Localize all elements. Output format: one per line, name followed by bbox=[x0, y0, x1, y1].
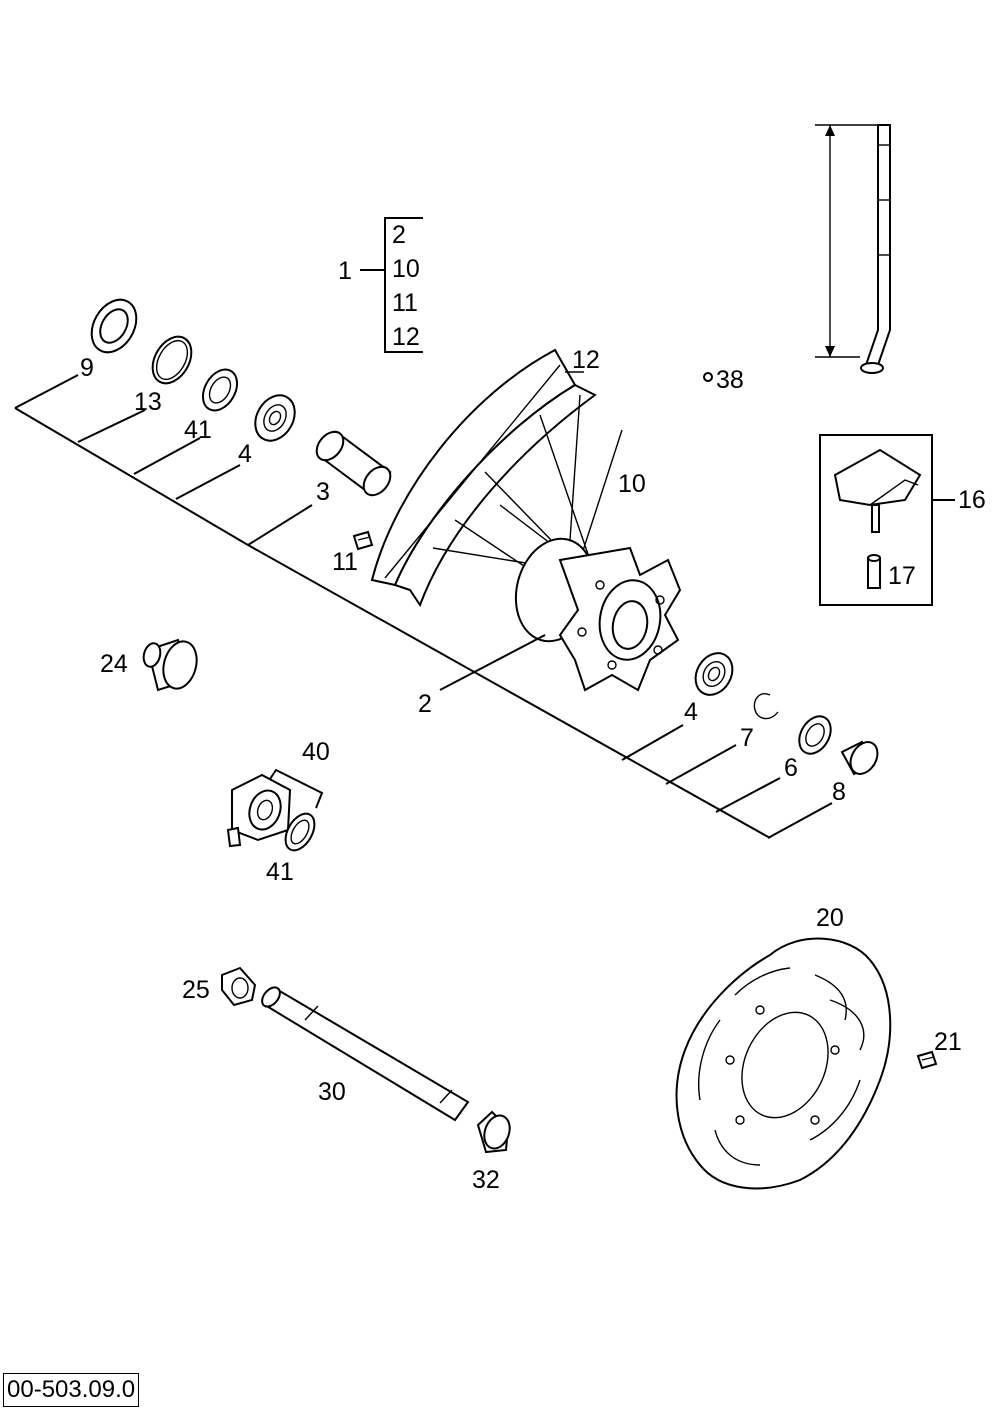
callout-25: 25 bbox=[182, 976, 210, 1004]
seal-part-9 bbox=[90, 298, 138, 354]
callout-11: 11 bbox=[332, 548, 358, 576]
bearing-part-4-lower bbox=[694, 652, 734, 696]
callout-41-upper: 41 bbox=[184, 416, 212, 444]
nut-part-25 bbox=[221, 966, 257, 1007]
callout-13: 13 bbox=[134, 388, 162, 416]
axle-part-30 bbox=[261, 986, 470, 1122]
rim-lock-box bbox=[819, 434, 955, 606]
circlip-part-41 bbox=[201, 368, 239, 412]
callout-12: 12 bbox=[572, 346, 600, 374]
spacer-part-32 bbox=[476, 1110, 511, 1154]
callout-3: 3 bbox=[316, 478, 330, 506]
small-part-38 bbox=[703, 372, 713, 382]
circlip-part-41-lower bbox=[284, 812, 316, 852]
callout-21: 21 bbox=[934, 1028, 962, 1056]
kit-item-2: 2 bbox=[392, 221, 406, 249]
callout-17: 17 bbox=[888, 562, 916, 590]
bolt-part-21 bbox=[916, 1050, 938, 1070]
callout-2: 2 bbox=[418, 690, 432, 718]
callout-8: 8 bbox=[832, 778, 846, 806]
callout-41-lower: 41 bbox=[266, 858, 294, 886]
kit-number: 1 bbox=[338, 257, 352, 285]
ring-part-13 bbox=[151, 335, 193, 385]
bearing-part-4-upper bbox=[254, 394, 296, 442]
drawing-number: 00-503.09.0 bbox=[3, 1373, 140, 1407]
valve-stem-part bbox=[815, 124, 891, 374]
callout-7: 7 bbox=[740, 724, 754, 752]
callout-4-upper: 4 bbox=[238, 440, 252, 468]
callout-38: 38 bbox=[716, 366, 744, 394]
spacer-tube-part-3 bbox=[315, 430, 392, 497]
kit-bracket: 1 2 10 11 12 bbox=[338, 217, 423, 353]
callout-9: 9 bbox=[80, 354, 94, 382]
callout-20: 20 bbox=[816, 904, 844, 932]
spacer-part-8 bbox=[840, 740, 879, 776]
callout-32: 32 bbox=[472, 1166, 500, 1194]
hub-part-2 bbox=[514, 537, 682, 692]
snap-ring-part-7 bbox=[753, 693, 779, 720]
left-leader-lines bbox=[14, 374, 833, 839]
callout-24: 24 bbox=[100, 650, 128, 678]
kit-item-12: 12 bbox=[392, 323, 420, 351]
callout-40: 40 bbox=[302, 738, 330, 766]
seal-part-6 bbox=[798, 715, 832, 755]
callout-30: 30 bbox=[318, 1078, 346, 1106]
speedo-drive-part-40 bbox=[226, 768, 324, 848]
callout-6: 6 bbox=[784, 754, 798, 782]
brake-disc-part-20 bbox=[675, 937, 892, 1190]
callout-4-lower: 4 bbox=[684, 698, 698, 726]
kit-item-10: 10 bbox=[392, 255, 420, 283]
callout-16: 16 bbox=[958, 486, 986, 514]
nipple-part-11 bbox=[352, 530, 374, 551]
callout-10: 10 bbox=[618, 470, 646, 498]
spacer-part-24 bbox=[142, 638, 198, 692]
kit-item-11: 11 bbox=[392, 289, 418, 317]
